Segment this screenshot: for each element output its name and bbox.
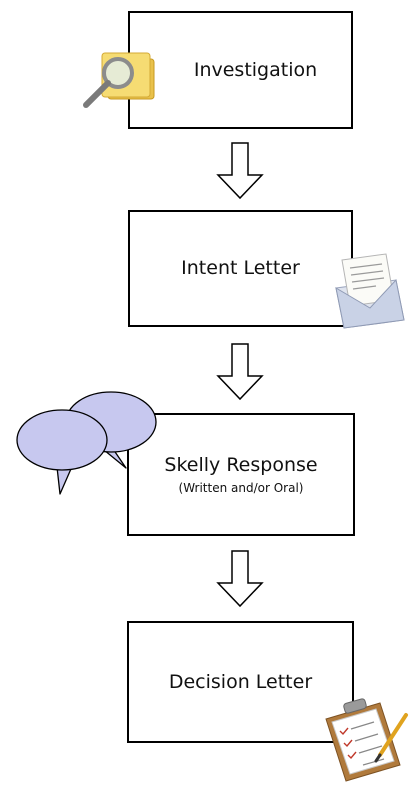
step-title: Skelly Response bbox=[164, 454, 318, 477]
down-arrow-icon bbox=[216, 550, 264, 608]
envelope-letter-icon bbox=[335, 253, 405, 329]
down-arrow-icon bbox=[216, 343, 264, 401]
step-box-skelly-response: Skelly Response (Written and/or Oral) bbox=[127, 413, 355, 536]
step-box-investigation: Investigation bbox=[128, 11, 353, 129]
down-arrow-icon bbox=[216, 142, 264, 200]
clipboard-checklist-icon bbox=[325, 698, 408, 782]
step-title: Investigation bbox=[193, 58, 318, 81]
step-subtitle: (Written and/or Oral) bbox=[178, 480, 304, 495]
step-title: Decision Letter bbox=[168, 670, 313, 693]
speech-bubbles-icon bbox=[16, 391, 157, 495]
step-title: Intent Letter bbox=[181, 257, 300, 280]
step-box-intent-letter: Intent Letter bbox=[128, 210, 353, 327]
step-box-decision-letter: Decision Letter bbox=[127, 621, 354, 743]
magnifier-folder-icon bbox=[83, 52, 155, 108]
